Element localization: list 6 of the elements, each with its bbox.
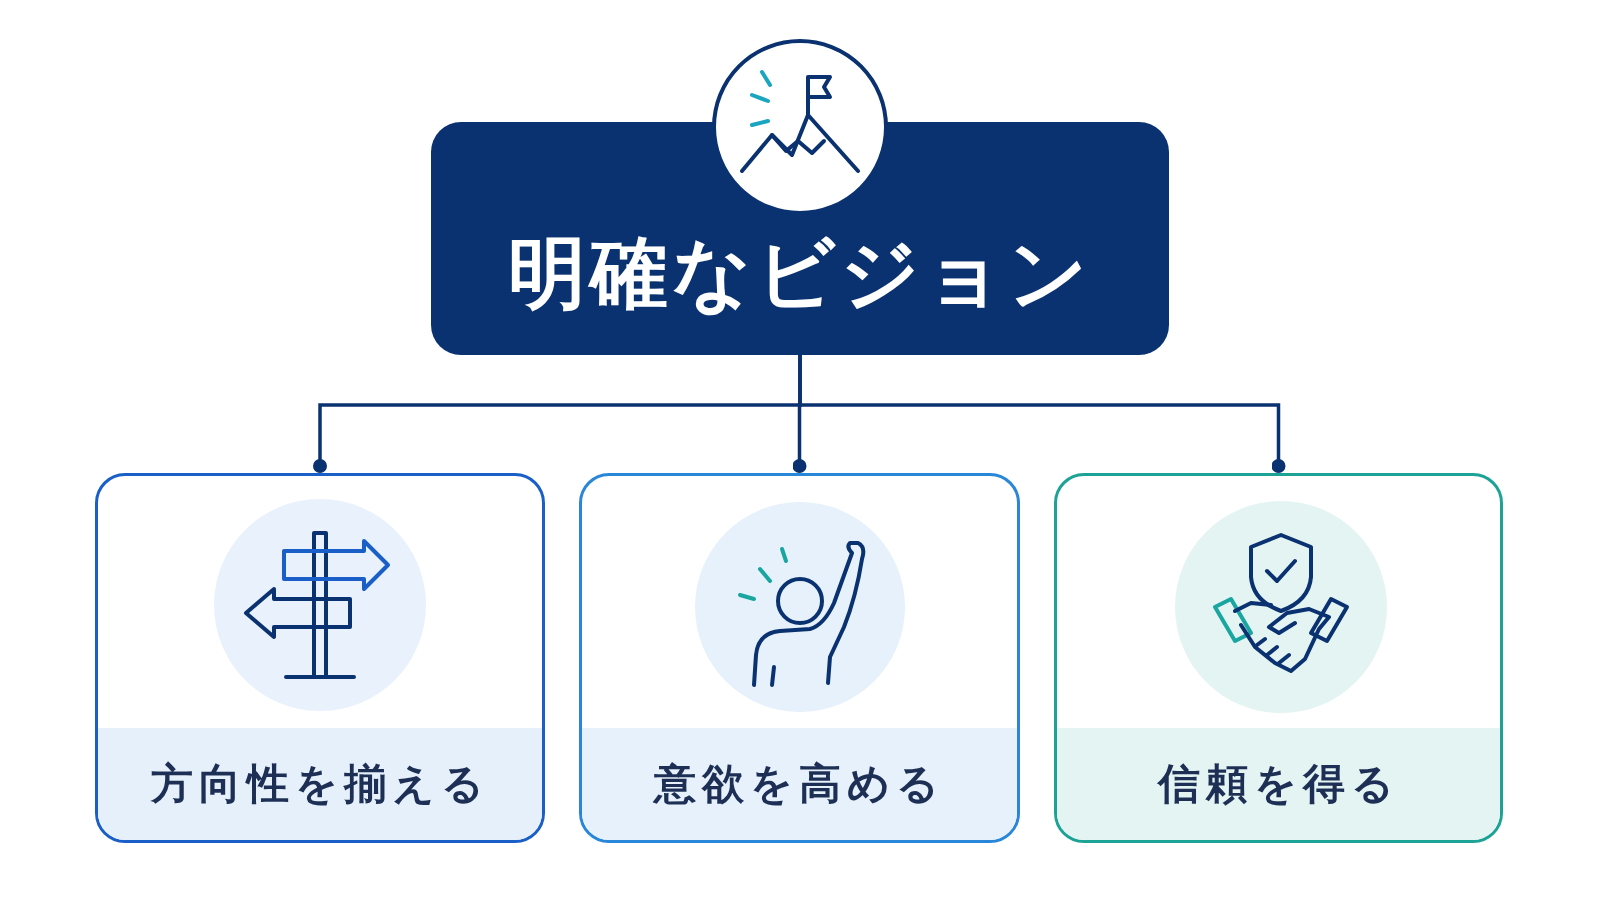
card-label: 方向性を揃える — [98, 728, 542, 840]
card-label: 意欲を高める — [582, 728, 1017, 840]
title-box — [431, 122, 1169, 355]
connector-line — [798, 355, 1286, 473]
card-label: 信頼を得る — [1057, 728, 1500, 840]
title-text: 明確なビジョン — [507, 227, 1093, 320]
